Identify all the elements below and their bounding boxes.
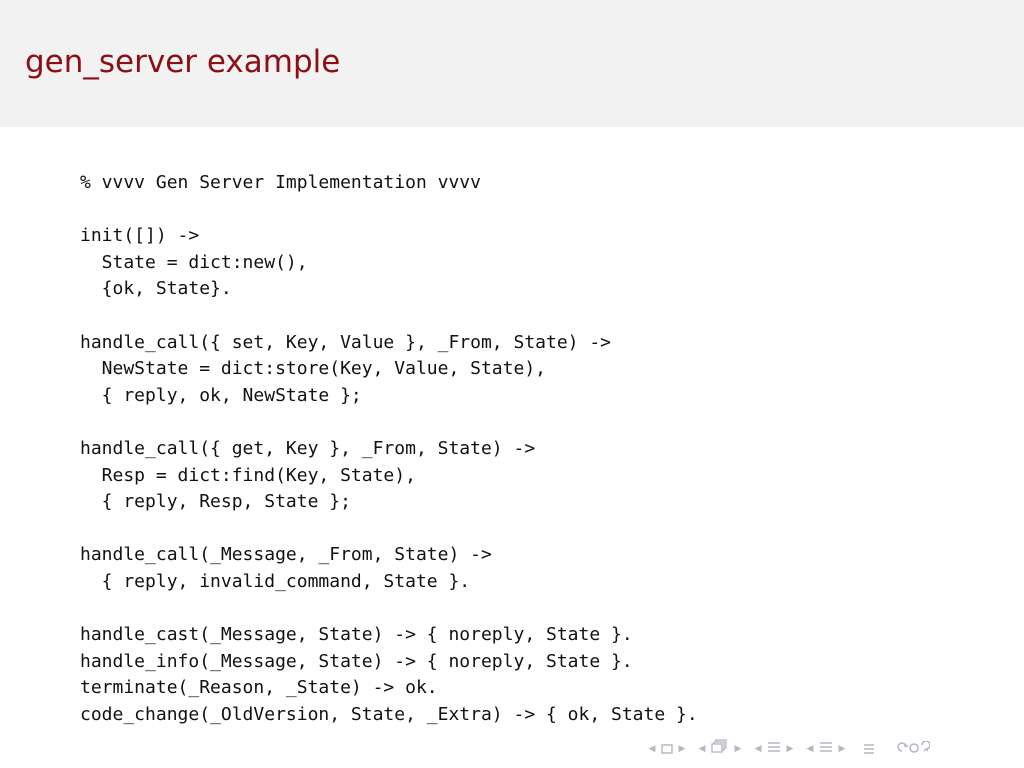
code-line bbox=[80, 516, 698, 543]
code-line: % vvvv Gen Server Implementation vvvv bbox=[80, 172, 481, 193]
code-line: handle_call(_Message, _From, State) -> bbox=[80, 544, 492, 566]
align-icon[interactable] bbox=[862, 740, 876, 759]
code-line: handle_info(_Message, State) -> { norepl… bbox=[80, 650, 633, 672]
document-next-arrow-icon[interactable]: ▶ bbox=[838, 744, 846, 754]
code-line: Resp = dict:find(Key, State), bbox=[80, 464, 416, 486]
zoom-search-control bbox=[892, 739, 934, 759]
subsection-prev-arrow-icon[interactable]: ◀ bbox=[698, 744, 706, 754]
code-line: { reply, Resp, State }; bbox=[80, 491, 351, 513]
code-line: handle_call({ get, Key }, _From, State) … bbox=[80, 437, 536, 459]
document-icon[interactable] bbox=[818, 740, 834, 759]
code-line bbox=[80, 409, 698, 436]
subsection-icon[interactable] bbox=[710, 739, 730, 759]
code-line: { reply, ok, NewState }; bbox=[80, 384, 362, 406]
section-next-arrow-icon[interactable]: ▶ bbox=[786, 744, 794, 754]
section-icon[interactable] bbox=[766, 740, 782, 759]
frame-prev-arrow-icon[interactable]: ◀ bbox=[648, 744, 656, 754]
frame-icon[interactable] bbox=[660, 740, 674, 759]
frame-nav: ◀ ▶ bbox=[648, 740, 686, 759]
frame-next-arrow-icon[interactable]: ▶ bbox=[678, 744, 686, 754]
subsection-nav: ◀ ▶ bbox=[698, 739, 742, 759]
section-nav: ◀ ▶ bbox=[754, 740, 794, 759]
code-line: code_change(_OldVersion, State, _Extra) … bbox=[80, 703, 698, 725]
beamer-navigation-bar: ◀ ▶ ◀ ▶ ◀ ▶ ◀ bbox=[648, 738, 934, 760]
align-control bbox=[858, 740, 880, 759]
code-line: terminate(_Reason, _State) -> ok. bbox=[80, 677, 438, 699]
code-line: { reply, invalid_command, State }. bbox=[80, 570, 471, 592]
section-prev-arrow-icon[interactable]: ◀ bbox=[754, 744, 762, 754]
code-line: handle_call({ set, Key, Value }, _From, … bbox=[80, 331, 612, 353]
frame-title: gen_server example bbox=[25, 44, 341, 80]
code-line bbox=[80, 303, 698, 330]
zoom-search-icon[interactable] bbox=[896, 739, 931, 759]
code-line bbox=[80, 197, 698, 224]
frame-header: gen_server example bbox=[0, 0, 1024, 127]
document-prev-arrow-icon[interactable]: ◀ bbox=[806, 744, 814, 754]
code-line: handle_cast(_Message, State) -> { norepl… bbox=[80, 624, 633, 646]
code-line: init([]) -> bbox=[80, 225, 200, 247]
document-nav: ◀ ▶ bbox=[806, 740, 846, 759]
code-block: % vvvv Gen Server Implementation vvvv in… bbox=[80, 170, 698, 728]
code-line: State = dict:new(), bbox=[80, 251, 308, 273]
subsection-next-arrow-icon[interactable]: ▶ bbox=[734, 744, 742, 754]
code-line: NewState = dict:store(Key, Value, State)… bbox=[80, 358, 546, 380]
code-line: {ok, State}. bbox=[80, 278, 232, 300]
code-line bbox=[80, 596, 698, 623]
